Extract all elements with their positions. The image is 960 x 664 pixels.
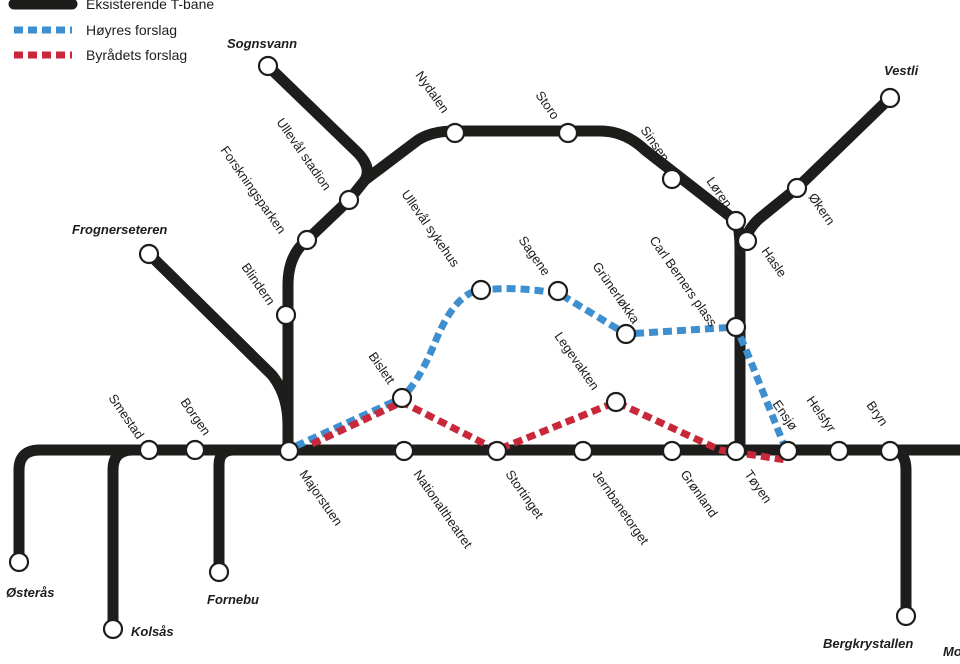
station-stortinget[interactable] [486,440,508,462]
station-ensjo[interactable] [777,440,799,462]
existing-lines [13,60,960,635]
station-sinsen[interactable] [661,168,683,190]
label-borgen: Borgen [178,395,214,438]
bergkrystallen-branch [884,444,912,622]
label-forskningsparken: Forskningsparken [218,143,290,236]
vestli-branch [734,92,896,256]
station-bergkrystallen[interactable] [895,605,917,627]
station-nydalen[interactable] [444,122,466,144]
station-sognsvann[interactable] [257,55,279,77]
label-hasle: Hasle [759,244,790,280]
station-ulleval-sykehus[interactable] [470,279,492,301]
label-helsfyr: Helsfyr [804,393,840,435]
kolsas-branch [107,444,139,635]
station-toyen[interactable] [725,440,747,462]
label-majorstuen: Majorstuen [297,467,346,528]
label-toyen: Tøyen [742,467,775,506]
terminal-labels: Sognsvann Vestli Frognerseteren Østerås … [6,36,960,659]
label-osteras: Østerås [6,585,54,600]
label-mortensrud: Mo [943,644,960,659]
station-fornebu[interactable] [208,561,230,583]
station-legevakten[interactable] [605,391,627,413]
label-jernbanetorget: Jernbanetorget [590,467,653,548]
station-ulleval-stadion[interactable] [338,189,360,211]
station-smestad[interactable] [138,439,160,461]
label-sagene: Sagene [516,233,554,278]
station-blindern[interactable] [275,304,297,326]
hoyre-proposal-line [294,285,790,452]
label-bryn: Bryn [864,398,892,429]
label-carl-berners-plass: Carl Berners plass [647,233,721,330]
label-gronland: Grønland [678,467,721,520]
station-kolsas[interactable] [102,618,124,640]
station-sagene[interactable] [547,280,569,302]
label-bergkrystallen: Bergkrystallen [823,636,913,651]
station-jernbanetorget[interactable] [572,440,594,462]
station-hasle[interactable] [736,230,758,252]
sognsvann-branch [262,60,373,186]
label-vestli: Vestli [884,63,919,78]
label-okern: Økern [806,190,839,228]
trunk-line [13,444,960,568]
label-smestad: Smestad [106,391,148,442]
label-fornebu: Fornebu [207,592,259,607]
station-loren[interactable] [725,210,747,232]
label-blindern: Blindern [239,260,279,308]
station-nationaltheatret[interactable] [393,440,415,462]
label-legevakten: Legevakten [552,329,603,393]
label-bislett: Bislett [366,349,399,387]
station-borgen[interactable] [184,439,206,461]
label-kolsas: Kolsås [131,624,174,639]
station-grunerlokka[interactable] [615,323,637,345]
label-grunerlokka: Grünerløkka [590,259,644,327]
station-vestli[interactable] [879,87,901,109]
station-majorstuen[interactable] [278,440,300,462]
label-stortinget: Stortinget [503,467,547,522]
legend-byradet-label: Byrådets forslag [86,47,187,63]
label-storo: Storo [533,88,563,122]
legend-hoyre-label: Høyres forslag [86,22,177,38]
byradet-proposal-line [310,398,787,464]
station-osteras[interactable] [8,551,30,573]
legend: Eksisterende T-bane Høyres forslag Byråd… [8,0,214,63]
station-helsfyr[interactable] [828,440,850,462]
station-okern[interactable] [786,177,808,199]
station-forskningsparken[interactable] [296,229,318,251]
station-carl-berners-plass[interactable] [725,316,747,338]
fornebu-branch [213,444,240,578]
label-frognerseteren: Frognerseteren [72,222,167,237]
label-nationaltheatret: Nationaltheatret [411,467,476,551]
legend-existing-label: Eksisterende T-bane [86,0,214,12]
station-bryn[interactable] [879,440,901,462]
station-storo[interactable] [557,122,579,144]
station-frognerseteren[interactable] [138,243,160,265]
label-sognsvann: Sognsvann [227,36,297,51]
station-bislett[interactable] [391,387,413,409]
station-gronland[interactable] [661,440,683,462]
label-nydalen: Nydalen [413,68,453,116]
label-ulleval-sykehus: Ullevål sykehus [399,187,463,270]
stations [8,55,917,640]
